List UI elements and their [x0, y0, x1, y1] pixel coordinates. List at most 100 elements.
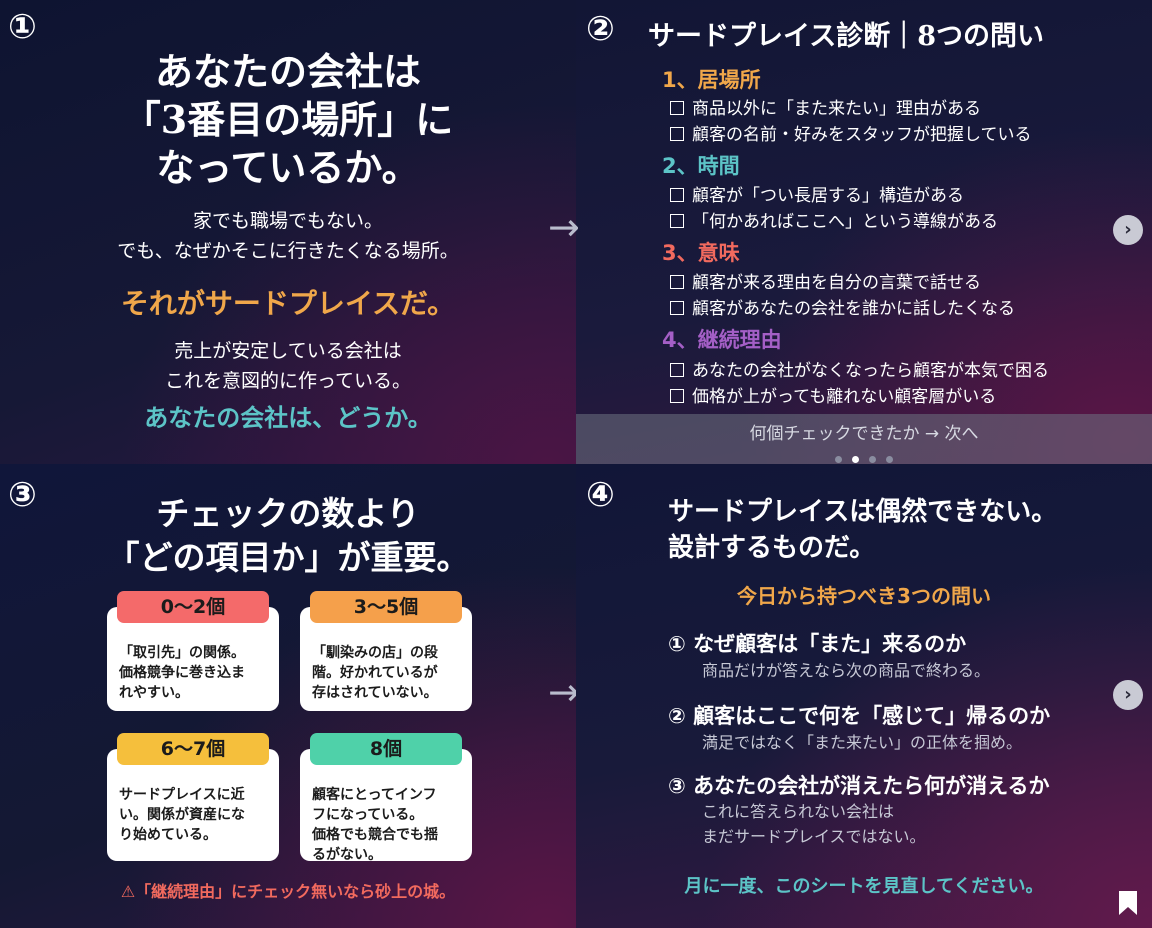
checkbox-icon[interactable]	[670, 127, 684, 141]
pagination-dot[interactable]	[886, 456, 893, 463]
question-item: ② 顧客はここで何を「感じて」帰るのか	[668, 704, 1051, 728]
section-label: 4、継続理由	[662, 328, 782, 352]
pagination-dots	[835, 448, 903, 464]
checklist-item[interactable]: 商品以外に「また来たい」理由がある	[670, 94, 981, 119]
section-label: 2、時間	[662, 154, 740, 178]
slide-3-headline: チェックの数より 「どの項目か」が重要。	[0, 492, 576, 580]
checklist-item-label: 顧客の名前・好みをスタッフが把握している	[692, 125, 1032, 145]
next-slide-button[interactable]: ›	[1113, 215, 1143, 245]
result-card: 0〜2個 「取引先」の関係。 価格競争に巻き込ま れやすい。	[107, 591, 279, 711]
headline-line: 「どの項目か」が重要。	[106, 538, 470, 577]
checklist-item[interactable]: 顧客が来る理由を自分の言葉で話せる	[670, 268, 981, 293]
card-line: 階。好かれているが	[312, 665, 438, 681]
slide-1-headline: あなたの会社は 「3番目の場所」に なっているか。	[0, 48, 576, 192]
subtext-line: これに答えられない会社は	[702, 802, 895, 821]
checklist-item[interactable]: 価格が上がっても離れない顧客層がいる	[670, 382, 996, 407]
question-subtext: これに答えられない会社は まだサードプレイスではない。	[702, 799, 926, 849]
checklist-item-label: 「何かあればここへ」という導線がある	[692, 212, 998, 232]
checkbox-icon[interactable]	[670, 101, 684, 115]
card-line: れやすい。	[119, 685, 189, 701]
headline-line: 設計するものだ。	[668, 533, 876, 563]
section-label: 1、居場所	[662, 68, 761, 92]
checkbox-icon[interactable]	[670, 363, 684, 377]
card-line: フになっている。	[312, 807, 424, 823]
result-card-text: サードプレイスに近 い。関係が資産にな り始めている。	[119, 785, 271, 845]
subtext-line: まだサードプレイスではない。	[702, 827, 926, 846]
checklist-item-label: あなたの会社がなくなったら顧客が本気で困る	[692, 361, 1049, 381]
card-line: い。関係が資産にな	[119, 807, 245, 823]
subtext-line: 家でも職場でもない。	[192, 210, 383, 232]
headline-line: チェックの数より	[156, 494, 420, 533]
slide-2: ② サードプレイス診断｜8つの問い 1、居場所 商品以外に「また来たい」理由があ…	[576, 0, 1152, 464]
questions-heading: 今日から持つべき3つの問い	[737, 584, 991, 608]
checklist-item[interactable]: あなたの会社がなくなったら顧客が本気で困る	[670, 356, 1049, 381]
pagination-dot-active[interactable]	[852, 456, 859, 463]
card-line: るがない。	[312, 847, 382, 863]
card-line: 「取引先」の関係。	[119, 645, 245, 661]
subtext-line: 満足ではなく「また来たい」の正体を掴め。	[702, 733, 1023, 752]
slide-2-footer: 何個チェックできたか → 次へ	[576, 414, 1152, 464]
card-line: 存はされていない。	[312, 685, 438, 701]
slide-1-highlight: それがサードプレイスだ。	[120, 287, 456, 320]
result-card-tag: 0〜2個	[117, 591, 269, 623]
question-item: ③ あなたの会社が消えたら何が消えるか	[668, 774, 1050, 798]
checklist-item-label: 価格が上がっても離れない顧客層がいる	[692, 387, 997, 407]
card-line: り始めている。	[119, 827, 217, 843]
slide-2-title: サードプレイス診断｜8つの問い	[648, 21, 1044, 52]
card-line: 顧客にとってインフ	[312, 787, 437, 803]
arrow-right-icon: →	[548, 670, 580, 714]
footer-text: 何個チェックできたか → 次へ	[749, 424, 979, 444]
result-card: 8個 顧客にとってインフ フになっている。 価格でも競合でも揺 るがない。	[300, 733, 472, 863]
subtext-line: 売上が安定している会社は	[174, 340, 402, 362]
result-card-tag: 6〜7個	[117, 733, 269, 765]
slide-number: ④	[586, 475, 615, 515]
result-card-tag: 3〜5個	[310, 591, 462, 623]
checklist-item[interactable]: 顧客があなたの会社を誰かに話したくなる	[670, 294, 1015, 319]
question-subtext: 商品だけが答えなら次の商品で終わる。	[702, 658, 990, 683]
closing-text: 月に一度、このシートを見直してください。	[684, 876, 1044, 897]
section-label: 3、意味	[662, 241, 740, 265]
checklist-item-label: 商品以外に「また来たい」理由がある	[692, 99, 981, 119]
next-slide-button[interactable]: ›	[1113, 680, 1143, 710]
warning-text: ⚠「継続理由」にチェック無いなら砂上の城。	[120, 882, 456, 901]
slide-3: ③ チェックの数より 「どの項目か」が重要。 0〜2個 「取引先」の関係。 価格…	[0, 464, 576, 928]
headline-line: なっているか。	[156, 145, 420, 190]
card-line: サードプレイスに近	[119, 787, 245, 803]
checkbox-icon[interactable]	[670, 188, 684, 202]
result-card-text: 「馴染みの店」の段 階。好かれているが 存はされていない。	[312, 643, 464, 703]
slide-number: ①	[8, 7, 37, 47]
slide-number: ②	[586, 9, 615, 49]
slide-4-headline: サードプレイスは偶然できない。 設計するものだ。	[668, 494, 1057, 566]
subtext-line: でも、なぜかそこに行きたくなる場所。	[117, 240, 459, 262]
checklist-item-label: 顧客があなたの会社を誰かに話したくなる	[692, 299, 1015, 319]
subtext-line: これを意図的に作っている。	[164, 370, 412, 392]
checklist-item[interactable]: 顧客の名前・好みをスタッフが把握している	[670, 120, 1032, 145]
card-line: 価格競争に巻き込ま	[119, 665, 245, 681]
bookmark-icon[interactable]	[1116, 890, 1140, 916]
checkbox-icon[interactable]	[670, 389, 684, 403]
checkbox-icon[interactable]	[670, 275, 684, 289]
headline-line: 「3番目の場所」に	[122, 97, 454, 142]
result-card-text: 顧客にとってインフ フになっている。 価格でも競合でも揺 るがない。	[312, 785, 464, 865]
question-item: ① なぜ顧客は「また」来るのか	[668, 632, 967, 656]
checkbox-icon[interactable]	[670, 301, 684, 315]
checklist-item-label: 顧客が来る理由を自分の言葉で話せる	[692, 273, 981, 293]
checkbox-icon[interactable]	[670, 214, 684, 228]
result-card: 6〜7個 サードプレイスに近 い。関係が資産にな り始めている。	[107, 733, 279, 861]
slide-1-subtext: 家でも職場でもない。 でも、なぜかそこに行きたくなる場所。	[0, 206, 576, 266]
pagination-dot[interactable]	[869, 456, 876, 463]
result-card: 3〜5個 「馴染みの店」の段 階。好かれているが 存はされていない。	[300, 591, 472, 711]
slide-4: ④ サードプレイスは偶然できない。 設計するものだ。 今日から持つべき3つの問い…	[576, 464, 1152, 928]
slide-1-question: あなたの会社は、どうか。	[144, 404, 432, 432]
checklist-item[interactable]: 「何かあればここへ」という導線がある	[670, 207, 998, 232]
slide-1: ① あなたの会社は 「3番目の場所」に なっているか。 家でも職場でもない。 で…	[0, 0, 576, 464]
slide-number: ③	[8, 475, 37, 515]
result-card-text: 「取引先」の関係。 価格競争に巻き込ま れやすい。	[119, 643, 271, 703]
pagination-dot[interactable]	[835, 456, 842, 463]
subtext-line: 商品だけが答えなら次の商品で終わる。	[702, 661, 991, 680]
arrow-right-icon: →	[548, 205, 580, 249]
card-line: 価格でも競合でも揺	[312, 827, 438, 843]
checklist-item[interactable]: 顧客が「つい長居する」構造がある	[670, 181, 964, 206]
checklist-item-label: 顧客が「つい長居する」構造がある	[692, 186, 964, 206]
